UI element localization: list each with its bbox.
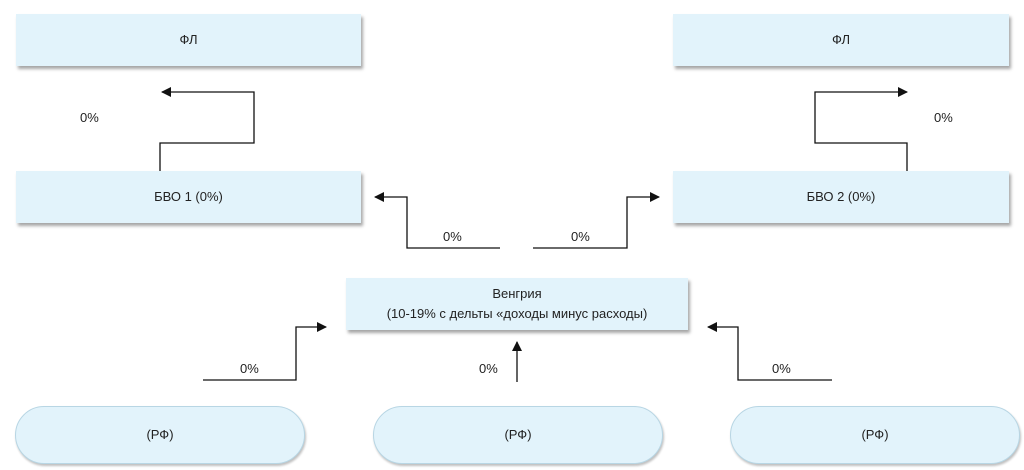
edge-label-hu-to-bvo2: 0% [571, 229, 590, 244]
node-fl-right: ФЛ [673, 14, 1009, 66]
node-fl-left-label: ФЛ [179, 32, 198, 47]
edge-label-bvo2-to-fl: 0% [934, 110, 953, 125]
node-bvo2: БВО 2 (0%) [673, 171, 1009, 223]
node-rf-center: (РФ) [373, 406, 663, 464]
node-hungary-subtitle: (10-19% с дельты «доходы минус расходы) [386, 306, 648, 321]
arrow-bvo1-to-fl-left [159, 87, 255, 171]
edge-label-bvo1-to-fl: 0% [80, 110, 99, 125]
arrow-hungary-to-bvo1 [374, 192, 500, 249]
edge-label-rf-center-to-hu: 0% [479, 361, 498, 376]
arrow-rf-left-to-hungary [203, 322, 327, 381]
node-bvo1-label: БВО 1 (0%) [154, 189, 223, 204]
node-fl-left: ФЛ [16, 14, 361, 66]
arrow-bvo2-to-fl-right [814, 87, 908, 171]
arrow-rf-right-to-hungary [707, 322, 832, 381]
edge-label-rf-right-to-hu: 0% [772, 361, 791, 376]
node-bvo1: БВО 1 (0%) [16, 171, 361, 223]
node-rf-center-label: (РФ) [504, 427, 532, 442]
node-rf-right: (РФ) [730, 406, 1020, 464]
arrow-hungary-to-bvo2 [533, 192, 660, 249]
node-rf-right-label: (РФ) [861, 427, 889, 442]
node-bvo2-label: БВО 2 (0%) [806, 189, 876, 204]
node-hungary: Венгрия (10-19% с дельты «доходы минус р… [346, 278, 688, 330]
node-rf-left-label: (РФ) [146, 427, 174, 442]
node-hungary-title: Венгрия [492, 286, 542, 301]
node-fl-right-label: ФЛ [832, 32, 850, 47]
edge-label-rf-left-to-hu: 0% [240, 361, 259, 376]
edge-label-hu-to-bvo1: 0% [443, 229, 462, 244]
node-rf-left: (РФ) [15, 406, 305, 464]
